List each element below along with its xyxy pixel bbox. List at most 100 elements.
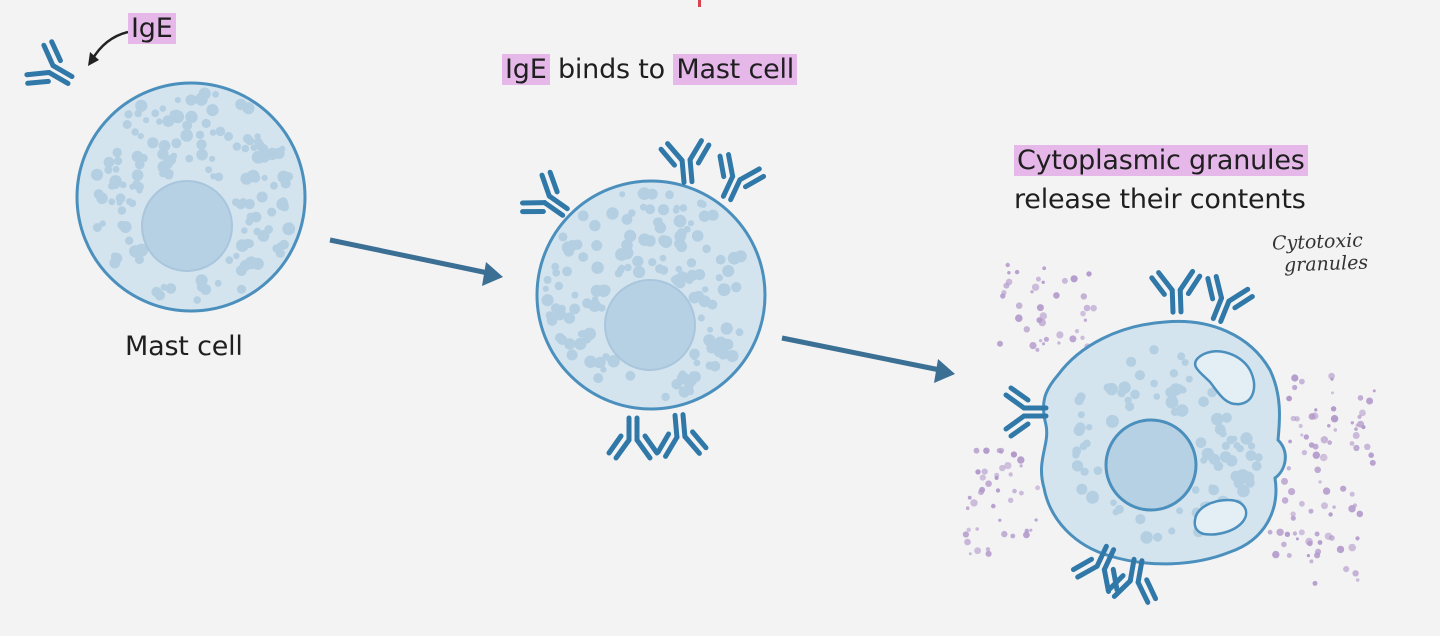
released-granules: [962, 262, 1376, 586]
granule: [693, 269, 706, 281]
caption-mast-cell-highlight: Mast cell: [673, 54, 798, 85]
released-granule: [1017, 456, 1025, 464]
granule: [679, 204, 688, 212]
granule: [1086, 490, 1099, 504]
released-granule: [1288, 439, 1292, 444]
granule: [600, 366, 607, 373]
granule: [165, 283, 177, 294]
granule: [277, 170, 290, 184]
granule: [1125, 401, 1135, 412]
granule: [125, 236, 134, 245]
ige-label: IgE: [128, 12, 176, 46]
released-granule: [1324, 532, 1333, 540]
granule: [135, 243, 149, 257]
granule: [124, 110, 133, 119]
released-granule: [1090, 304, 1097, 312]
granule: [1074, 395, 1084, 406]
granule: [113, 156, 123, 166]
released-granule: [1312, 580, 1318, 586]
granule: [1231, 435, 1238, 442]
granule: [235, 98, 247, 111]
released-granule: [1053, 292, 1060, 299]
released-granule: [996, 448, 1002, 454]
released-granule: [968, 552, 972, 556]
granule: [117, 206, 127, 215]
released-granule: [1015, 302, 1023, 310]
granule: [720, 322, 733, 335]
granule: [259, 144, 269, 154]
granule: [582, 298, 593, 309]
granule: [655, 264, 665, 274]
granule: [571, 291, 579, 299]
released-granule: [1312, 443, 1319, 450]
released-granule: [966, 527, 971, 532]
granule: [563, 312, 576, 324]
granule: [224, 132, 233, 141]
granule: [713, 345, 726, 358]
released-granule: [1036, 304, 1044, 312]
granule: [543, 275, 552, 284]
released-granule: [965, 506, 970, 511]
granule: [1153, 393, 1161, 400]
released-granule: [1300, 433, 1304, 437]
granule: [1079, 442, 1088, 451]
released-granule: [1074, 329, 1080, 334]
granule: [673, 204, 680, 211]
released-granule: [1327, 440, 1332, 445]
released-granule: [1080, 293, 1088, 300]
granule: [99, 220, 106, 227]
granule: [108, 198, 116, 206]
released-granule: [1035, 276, 1041, 282]
cell-2-granules: [541, 187, 747, 402]
granule: [1198, 396, 1209, 408]
released-granule: [1314, 552, 1321, 559]
released-granule: [1328, 372, 1335, 380]
granules-caption-line1: Cytoplasmic granules: [1014, 144, 1308, 178]
released-granule: [985, 480, 992, 488]
released-granule: [1023, 531, 1030, 539]
released-granule: [995, 488, 1001, 493]
granule: [185, 94, 197, 106]
released-granule: [1042, 266, 1047, 271]
released-granule: [1369, 459, 1376, 466]
granule: [625, 370, 636, 381]
released-granule: [1007, 271, 1011, 275]
cell-1-nucleus: [141, 180, 233, 272]
released-granule: [994, 475, 999, 480]
granule: [1251, 461, 1262, 472]
released-granule: [1322, 487, 1331, 495]
granule: [657, 204, 670, 216]
granule: [198, 87, 211, 100]
granule: [261, 174, 268, 181]
granule: [661, 392, 670, 402]
granule: [171, 138, 182, 149]
released-granule: [1029, 342, 1037, 350]
released-granule: [1319, 453, 1328, 462]
granule: [109, 257, 121, 269]
released-granule: [1043, 336, 1049, 342]
granule: [1080, 467, 1089, 476]
released-granule: [1317, 540, 1323, 545]
released-granule: [1083, 304, 1091, 312]
granule: [731, 282, 742, 293]
granule: [205, 166, 213, 174]
granule: [209, 155, 216, 162]
granule: [1248, 442, 1256, 450]
free-ige-antibody: [23, 39, 82, 101]
cell-2-nucleus: [604, 279, 696, 371]
released-granule: [1010, 451, 1018, 458]
released-granule: [1276, 528, 1284, 536]
granule: [122, 120, 132, 129]
granule: [1093, 466, 1103, 476]
released-granule: [1035, 485, 1040, 491]
granule: [156, 118, 163, 125]
granule: [644, 235, 656, 247]
released-granule: [1008, 472, 1013, 477]
granule: [103, 156, 115, 168]
granule: [1135, 514, 1146, 525]
granule: [1219, 429, 1227, 438]
granule: [697, 314, 705, 322]
released-granule: [985, 550, 992, 557]
granule: [673, 214, 687, 228]
